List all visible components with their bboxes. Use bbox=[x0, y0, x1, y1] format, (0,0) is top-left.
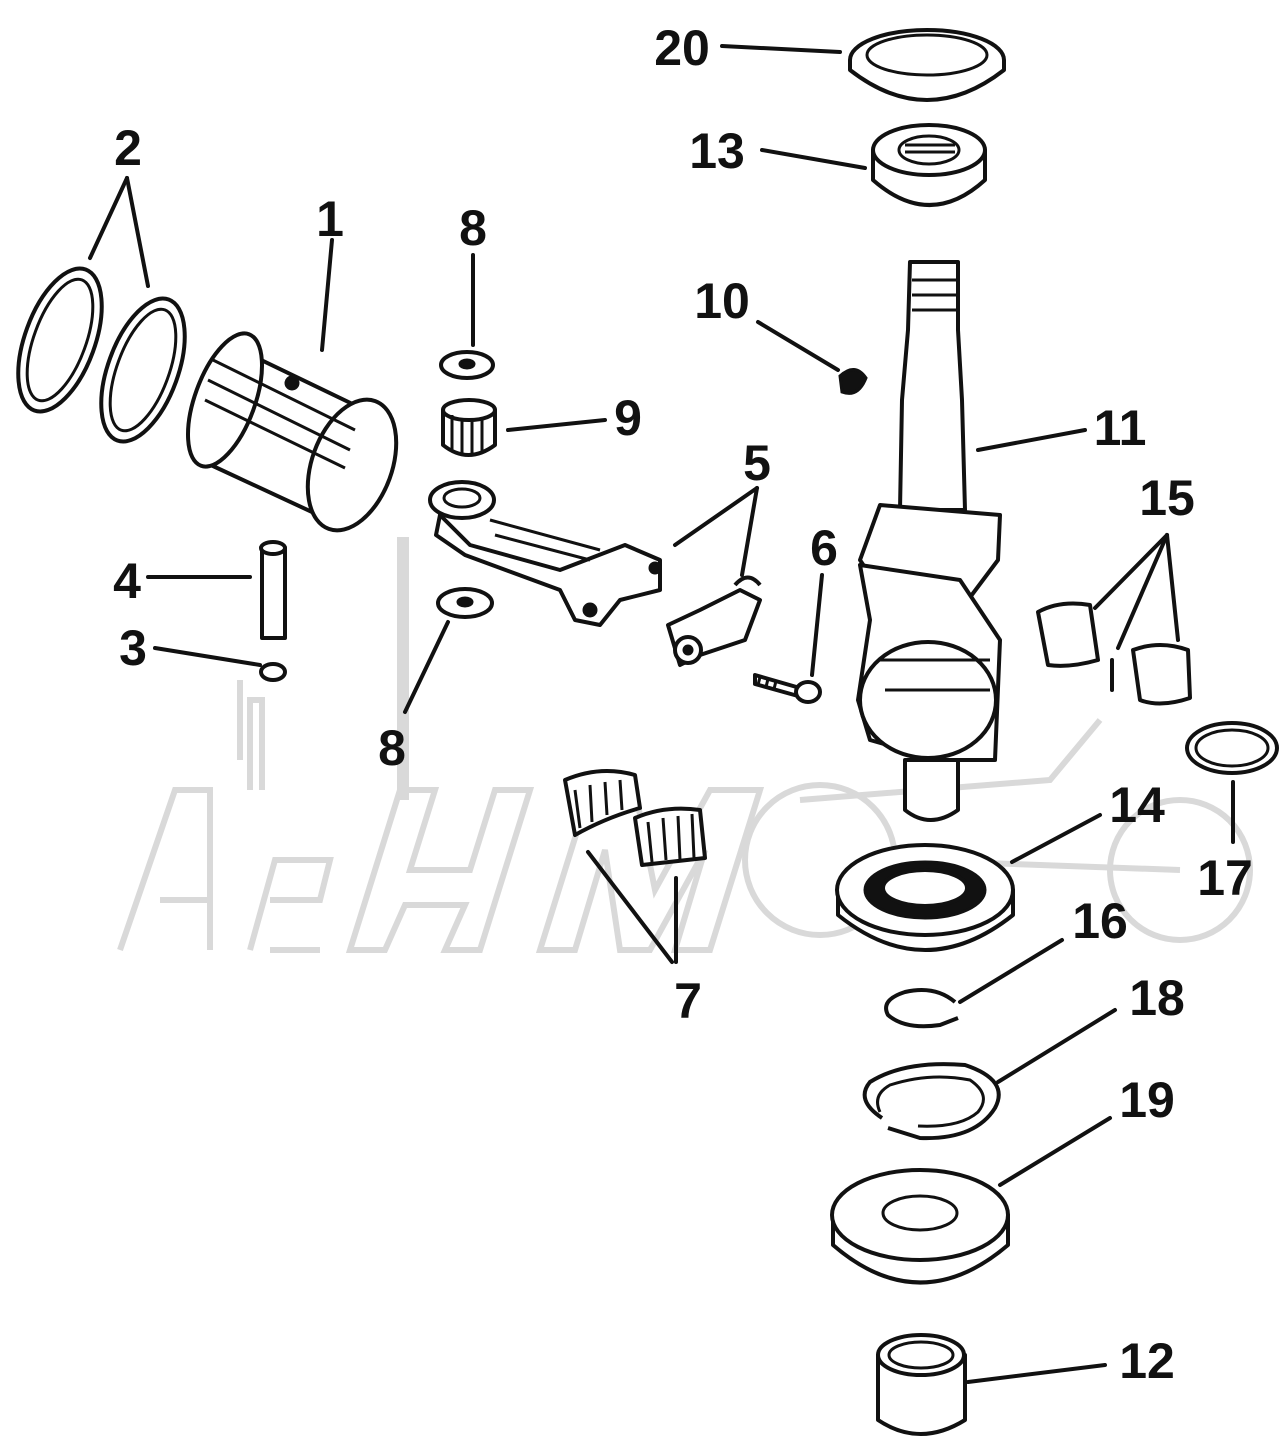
label-9: 9 bbox=[614, 390, 642, 446]
label-18: 18 bbox=[1129, 970, 1185, 1026]
part-9-needle-bearing bbox=[441, 398, 497, 457]
part-8-washer-upper bbox=[439, 350, 495, 380]
label-11: 11 bbox=[1094, 400, 1147, 456]
label-16: 16 bbox=[1072, 893, 1128, 949]
part-3-clip bbox=[259, 662, 287, 682]
label-13: 13 bbox=[689, 123, 745, 179]
leader-13 bbox=[760, 148, 867, 170]
label-5: 5 bbox=[743, 435, 771, 491]
leader-18 bbox=[996, 1008, 1117, 1084]
part-4-wrist-pin bbox=[259, 540, 287, 640]
leader-6 bbox=[810, 573, 824, 677]
part-8-washer-lower bbox=[436, 587, 494, 619]
part-2-piston-rings bbox=[16, 266, 187, 444]
label-2: 2 bbox=[114, 120, 142, 176]
part-6-screw bbox=[753, 673, 822, 704]
label-15: 15 bbox=[1139, 470, 1195, 526]
leader-15a bbox=[1093, 533, 1169, 610]
leader-12 bbox=[966, 1363, 1107, 1384]
part-18-retaining-ring bbox=[862, 1062, 1001, 1141]
part-1-piston bbox=[186, 331, 399, 533]
leader-9 bbox=[506, 418, 607, 432]
leader-2a bbox=[88, 176, 129, 260]
label-8-bottom: 8 bbox=[378, 720, 406, 776]
leader-10 bbox=[756, 320, 840, 372]
watermark bbox=[117, 537, 1253, 953]
leader-16 bbox=[958, 938, 1064, 1004]
label-17: 17 bbox=[1197, 850, 1253, 906]
leader-14 bbox=[1010, 813, 1102, 864]
label-1: 1 bbox=[316, 191, 344, 247]
leader-19 bbox=[998, 1116, 1112, 1187]
leader-15b bbox=[1116, 533, 1169, 650]
label-19: 19 bbox=[1119, 1072, 1175, 1128]
leader-5b bbox=[740, 486, 759, 577]
part-11-crankshaft bbox=[856, 260, 1002, 822]
label-12: 12 bbox=[1119, 1333, 1175, 1389]
label-3: 3 bbox=[119, 620, 147, 676]
leader-8b bbox=[403, 620, 450, 714]
part-14-ball-bearing bbox=[835, 843, 1015, 952]
leader-15c bbox=[1165, 533, 1180, 642]
leader-5a bbox=[673, 486, 759, 547]
leader-1 bbox=[320, 238, 334, 352]
leader-7a bbox=[586, 850, 674, 964]
label-6: 6 bbox=[810, 520, 838, 576]
leader-3 bbox=[153, 646, 262, 667]
part-5-connecting-rod bbox=[428, 480, 762, 667]
part-12-sleeve bbox=[876, 1333, 967, 1436]
label-8-top: 8 bbox=[459, 200, 487, 256]
part-15-bearing-halves bbox=[1036, 601, 1192, 706]
part-19-washer bbox=[830, 1168, 1010, 1285]
leader-11 bbox=[976, 428, 1087, 452]
label-7: 7 bbox=[674, 973, 702, 1029]
leader-2b bbox=[125, 176, 150, 288]
part-13-upper-bearing bbox=[871, 123, 987, 207]
label-4: 4 bbox=[113, 553, 141, 609]
part-16-snap-ring bbox=[884, 988, 959, 1029]
part-7-bearing-cages bbox=[563, 769, 707, 867]
part-17-ring bbox=[1185, 721, 1279, 775]
part-20-seal bbox=[848, 28, 1006, 102]
label-10: 10 bbox=[694, 273, 750, 329]
label-20: 20 bbox=[654, 20, 710, 76]
part-10-key bbox=[838, 368, 868, 395]
callout-labels: 1 2 3 4 5 6 7 8 8 9 10 11 12 13 14 15 16… bbox=[113, 20, 1253, 1389]
leader-20 bbox=[720, 44, 842, 54]
label-14: 14 bbox=[1109, 777, 1165, 833]
